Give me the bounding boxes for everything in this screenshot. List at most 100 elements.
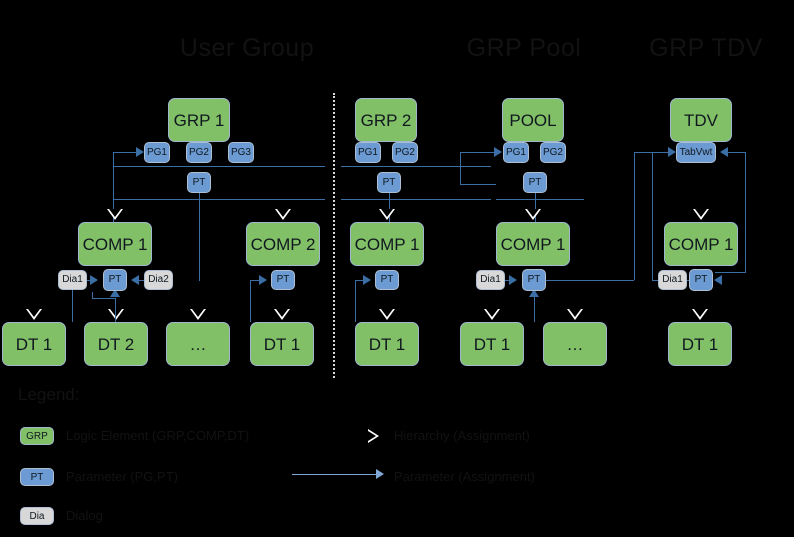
- line-pool-pg1-feed-h: [460, 152, 496, 153]
- line-dia2a-to-pt: [138, 280, 144, 281]
- line-grp1-pg1-feed-v: [113, 152, 114, 222]
- legend-label-logic-element: Logic Element (GRP,COMP,DT): [66, 428, 250, 443]
- node-dt-ellipsis-a[interactable]: …: [166, 322, 230, 366]
- line-tdv-feed-right-v: [745, 152, 746, 272]
- arrowhead-pool-pg1: [494, 147, 502, 157]
- line-dia1c-to-pt: [505, 280, 511, 281]
- section-title-grp-pool: GRP Pool: [466, 34, 582, 62]
- line-pt-c-v: [355, 280, 356, 322]
- arrowhead-grp1-pg1: [136, 147, 144, 157]
- line-tdv-feed-right-h: [728, 152, 746, 153]
- hierarchy-arrow-dt1b: [274, 309, 290, 320]
- line-dt2a-up-v2: [92, 292, 93, 299]
- arrowhead-pt-b: [259, 275, 267, 285]
- section-title-user-group: User Group: [179, 34, 315, 62]
- node-grp1-pg2[interactable]: PG2: [186, 142, 212, 163]
- legend-label-parameter: Parameter (PG,PT): [66, 469, 178, 484]
- node-dt-ellipsis-d[interactable]: …: [543, 322, 607, 366]
- hierarchy-arrow-dt1e: [692, 309, 708, 320]
- line-pt-b-v: [250, 280, 251, 322]
- hierarchy-arrow-comp1d: [693, 209, 709, 220]
- line-dt2a-up-v: [115, 298, 116, 322]
- line-bus-upper-left: [113, 166, 325, 167]
- node-dt-1-e[interactable]: DT 1: [668, 322, 732, 366]
- node-grp2-pg2[interactable]: PG2: [392, 142, 418, 163]
- node-dt-1-b[interactable]: DT 1: [250, 322, 314, 366]
- node-grp2-pg1[interactable]: PG1: [355, 142, 381, 163]
- node-dt-1-a[interactable]: DT 1: [2, 322, 66, 366]
- node-comp-1-c[interactable]: COMP 1: [496, 222, 570, 266]
- hierarchy-arrow-comp1c: [525, 209, 541, 220]
- node-grp-2[interactable]: GRP 2: [355, 98, 417, 142]
- node-comp-2-a[interactable]: COMP 2: [246, 222, 320, 266]
- legend-hierarchy-arrow-icon: [368, 429, 379, 443]
- node-comp-1-d[interactable]: COMP 1: [664, 222, 738, 266]
- hierarchy-arrow-dtsa: [190, 309, 206, 320]
- node-comp-1-a[interactable]: COMP 1: [78, 222, 152, 266]
- line-pt-c-h: [355, 280, 365, 281]
- line-tdv-feed-left-v: [634, 152, 635, 280]
- node-dia2-a[interactable]: Dia2: [144, 270, 173, 290]
- node-dt-1-c[interactable]: DT 1: [355, 322, 419, 366]
- hierarchy-arrow-dt1c: [379, 309, 395, 320]
- node-grp1-pg1[interactable]: PG1: [144, 142, 170, 163]
- node-dt-1-d[interactable]: DT 1: [460, 322, 524, 366]
- node-grp1-pt[interactable]: PT: [187, 172, 211, 193]
- node-tdv[interactable]: TDV: [670, 98, 732, 142]
- node-pool-pg1[interactable]: PG1: [503, 142, 529, 163]
- legend-title: Legend:: [18, 385, 80, 404]
- arrowhead-pt-a-bottom: [110, 289, 120, 297]
- node-pt-comp1-c[interactable]: PT: [522, 269, 546, 291]
- node-grp-1[interactable]: GRP 1: [168, 98, 230, 142]
- hierarchy-arrow-dt1a: [26, 309, 42, 320]
- line-grp1-pt-down: [199, 193, 200, 281]
- line-bus-lower-left: [113, 199, 325, 200]
- node-dia1-d[interactable]: Dia1: [658, 270, 687, 290]
- legend-label-parameter-assignment: Parameter (Assignment): [394, 469, 535, 484]
- line-pt-b-h: [250, 280, 261, 281]
- legend-swatch-parameter: PT: [20, 468, 54, 486]
- node-grp1-pg3[interactable]: PG3: [228, 142, 254, 163]
- line-grp2-pt-down: [389, 193, 390, 223]
- section-divider: [333, 93, 335, 378]
- line-bus-lower-mid: [341, 199, 491, 200]
- section-title-grp-tdv: GRP TDV: [649, 34, 763, 62]
- line-tdv-feed-left-base: [546, 280, 634, 281]
- line-grp1-pg1-feed-h: [113, 152, 138, 153]
- line-pool-pt-down: [535, 193, 536, 223]
- arrowhead-tabvwt-right: [720, 147, 728, 157]
- node-pool-pg2[interactable]: PG2: [540, 142, 566, 163]
- node-pt-comp2-a[interactable]: PT: [271, 270, 295, 290]
- node-pt-comp1-b[interactable]: PT: [375, 270, 399, 290]
- legend-swatch-logic-element: GRP: [20, 427, 54, 445]
- line-dia1a-to-pt: [87, 280, 93, 281]
- arrowhead-pt-d-from-dia1: [509, 275, 517, 285]
- legend-parameter-arrow-line: [292, 474, 378, 475]
- node-pool[interactable]: POOL: [502, 98, 564, 142]
- line-bus-pool: [496, 199, 584, 200]
- line-pool-pg1-feed-v: [460, 152, 461, 184]
- line-dt1a-up-v: [72, 280, 73, 322]
- hierarchy-arrow-comp1b: [379, 209, 395, 220]
- node-pt-comp1-a[interactable]: PT: [103, 269, 127, 291]
- node-dia1-a[interactable]: Dia1: [58, 270, 87, 290]
- node-grp2-pt[interactable]: PT: [377, 172, 401, 193]
- legend-label-dialog: Dialog: [66, 508, 103, 523]
- node-pool-pt[interactable]: PT: [523, 172, 547, 193]
- arrowhead-pt-c: [363, 275, 371, 285]
- hierarchy-arrow-comp1a: [107, 209, 123, 220]
- node-pt-comp1-d[interactable]: PT: [689, 269, 713, 291]
- line-pool-feed-base: [460, 184, 496, 185]
- hierarchy-arrow-dtsd: [567, 309, 583, 320]
- node-tdv-tabvwt[interactable]: TabVwt: [676, 142, 716, 163]
- node-comp-1-b[interactable]: COMP 1: [350, 222, 424, 266]
- hierarchy-arrow-comp2a: [275, 209, 291, 220]
- arrowhead-pt-d-bottom: [529, 289, 539, 297]
- arrowhead-pt-a-from-dia2: [131, 275, 139, 285]
- arrowhead-tabvwt-left: [668, 147, 676, 157]
- node-dia1-c[interactable]: Dia1: [476, 270, 505, 290]
- line-dt2a-up-h: [92, 298, 116, 299]
- node-dt-2-a[interactable]: DT 2: [84, 322, 148, 366]
- arrowhead-pt-a-from-dia1: [90, 275, 98, 285]
